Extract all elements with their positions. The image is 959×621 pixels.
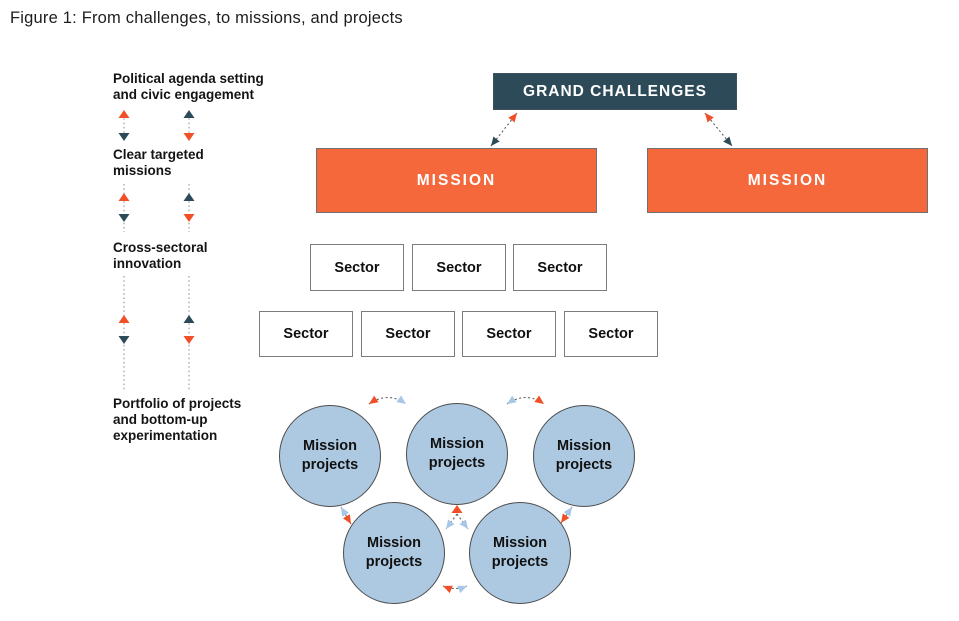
sector-box: Sector xyxy=(462,311,556,357)
sector-box: Sector xyxy=(412,244,506,291)
side-label-cross-sectoral: Cross-sectoral innovation xyxy=(113,240,288,272)
circle-link-left xyxy=(340,506,352,525)
circle-label: Mission projects xyxy=(301,438,359,473)
side-label-clear-missions: Clear targeted missions xyxy=(113,147,288,179)
up-arrowhead-teal xyxy=(183,193,195,201)
down-arrowhead-orange xyxy=(183,133,195,141)
up-arrowhead-orange xyxy=(118,315,130,323)
down-arrowhead-teal xyxy=(118,336,130,344)
side-label-line: missions xyxy=(113,162,172,178)
mission-projects-circle: Mission projects xyxy=(343,502,445,604)
down-arrowhead-teal xyxy=(118,133,130,141)
down-arrowhead-orange xyxy=(183,214,195,222)
gc-mission-arrow-left xyxy=(490,112,518,147)
down-arrowhead-teal xyxy=(118,214,130,222)
mission-projects-circle: Mission projects xyxy=(279,405,381,507)
mission-projects-circle: Mission projects xyxy=(533,405,635,507)
side-label-line: experimentation xyxy=(113,427,218,443)
circle-link-v-right xyxy=(456,513,469,530)
circle-label: Mission projects xyxy=(555,438,613,473)
gc-mission-arrow-right xyxy=(704,112,733,147)
side-label-political-agenda: Political agenda setting and civic engag… xyxy=(113,71,288,103)
side-label-line: innovation xyxy=(113,255,182,271)
sector-box: Sector xyxy=(361,311,455,357)
circle-label: Mission projects xyxy=(491,535,549,570)
circle-link-right xyxy=(560,506,573,524)
circle-link-v-left xyxy=(445,513,458,530)
side-label-line: Political agenda setting xyxy=(113,71,264,86)
side-arrow-pair-1 xyxy=(123,114,190,137)
up-arrowhead-orange xyxy=(118,193,130,201)
up-arrowhead-orange xyxy=(118,110,130,118)
side-label-line: and bottom-up xyxy=(113,411,208,427)
circle-link-top-2 xyxy=(506,395,545,405)
sector-box: Sector xyxy=(310,244,404,291)
up-arrowhead-teal xyxy=(183,315,195,323)
mission-projects-circle: Mission projects xyxy=(469,502,571,604)
side-label-line: Clear targeted xyxy=(113,147,204,162)
mission-box-right: MISSION xyxy=(647,148,928,213)
sector-box: Sector xyxy=(564,311,658,357)
down-arrowhead-orange xyxy=(183,336,195,344)
side-label-line: Cross-sectoral xyxy=(113,240,208,255)
circle-label: Mission projects xyxy=(428,436,486,471)
side-label-line: Portfolio of projects xyxy=(113,396,242,411)
circle-label: Mission projects xyxy=(365,535,423,570)
up-arrowhead-orange xyxy=(451,505,463,513)
mission-box-left: MISSION xyxy=(316,148,597,213)
up-arrowhead-teal xyxy=(183,110,195,118)
sector-box: Sector xyxy=(513,244,607,291)
figure-title: Figure 1: From challenges, to missions, … xyxy=(10,9,403,27)
side-label-line: and civic engagement xyxy=(113,86,255,102)
grand-challenges-box: GRAND CHALLENGES xyxy=(493,73,737,110)
sector-box: Sector xyxy=(259,311,353,357)
circle-link-bottom xyxy=(442,585,468,594)
side-label-portfolio: Portfolio of projects and bottom-up expe… xyxy=(113,396,288,444)
side-arrow-pair-2 xyxy=(123,184,190,232)
circle-link-top-1 xyxy=(368,395,407,405)
side-arrow-pair-3 xyxy=(123,276,190,392)
mission-projects-circle: Mission projects xyxy=(406,403,508,505)
